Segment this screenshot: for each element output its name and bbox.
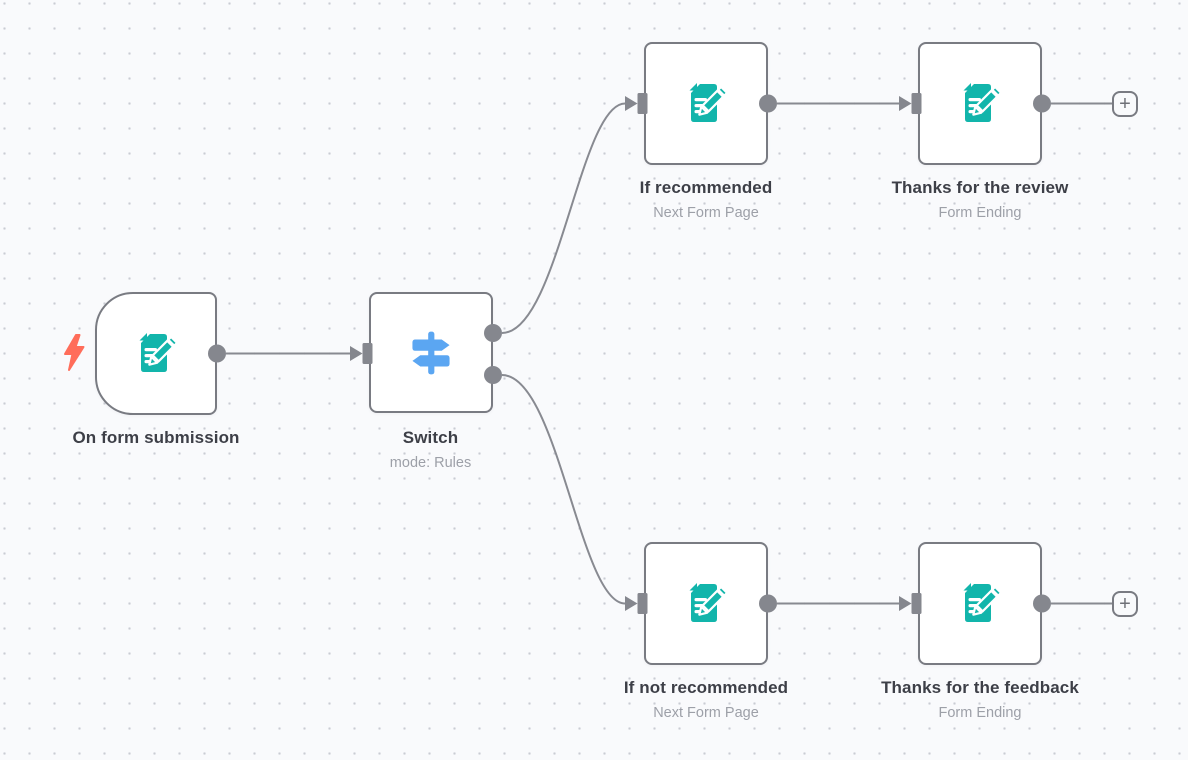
plus-icon: + <box>1119 92 1131 115</box>
node-thanks-for-the-feedback[interactable] <box>918 542 1042 665</box>
input-arrow-icon <box>625 96 638 111</box>
plus-icon: + <box>1119 592 1131 615</box>
node-subtitle: Form Ending <box>938 705 1022 721</box>
form-pencil-icon <box>954 578 1006 630</box>
output-port-thanks-review[interactable] <box>1033 94 1051 113</box>
node-label-if-recommended: If recommended Next Form Page <box>546 177 866 222</box>
signpost-icon <box>404 326 458 380</box>
add-node-button-top[interactable]: + <box>1112 90 1138 117</box>
input-arrow-icon <box>625 596 638 611</box>
output-port-thanks-feedback[interactable] <box>1033 594 1051 613</box>
node-title: On form submission <box>72 428 240 447</box>
form-pencil-icon <box>680 78 732 130</box>
connection-switch-to-if-not-recommended[interactable] <box>501 374 626 605</box>
node-label-thanks-for-the-review: Thanks for the review Form Ending <box>820 177 1140 222</box>
node-title: If recommended <box>639 178 773 197</box>
form-pencil-icon <box>954 78 1006 130</box>
node-label-on-form-submission: On form submission <box>0 427 316 454</box>
lightning-trigger-icon <box>62 333 86 378</box>
node-label-if-not-recommended: If not recommended Next Form Page <box>546 677 866 722</box>
output-port-switch-1[interactable] <box>484 366 502 384</box>
input-arrow-icon <box>899 96 912 111</box>
node-subtitle: Next Form Page <box>653 205 759 221</box>
node-if-recommended[interactable] <box>644 42 768 165</box>
node-title: Thanks for the feedback <box>881 678 1079 697</box>
node-switch[interactable] <box>369 292 493 413</box>
output-port-if-not-recommended[interactable] <box>759 594 777 613</box>
input-arrow-icon <box>899 596 912 611</box>
node-title: Switch <box>402 428 459 447</box>
form-pencil-icon <box>680 578 732 630</box>
node-label-thanks-for-the-feedback: Thanks for the feedback Form Ending <box>820 677 1140 722</box>
output-port-trigger[interactable] <box>208 344 226 363</box>
node-label-switch: Switch mode: Rules <box>271 427 591 472</box>
node-subtitle: Next Form Page <box>653 705 759 721</box>
node-title: If not recommended <box>623 678 789 697</box>
node-thanks-for-the-review[interactable] <box>918 42 1042 165</box>
node-if-not-recommended[interactable] <box>644 542 768 665</box>
form-pencil-icon <box>130 328 182 380</box>
node-subtitle: Form Ending <box>938 205 1022 221</box>
connection-switch-to-if-recommended[interactable] <box>501 102 626 334</box>
output-port-switch-0[interactable] <box>484 324 502 342</box>
node-subtitle: mode: Rules <box>389 455 472 471</box>
output-port-if-recommended[interactable] <box>759 94 777 113</box>
add-node-button-bottom[interactable]: + <box>1112 590 1138 617</box>
node-title: Thanks for the review <box>891 178 1069 197</box>
input-arrow-icon <box>350 346 363 361</box>
node-on-form-submission[interactable] <box>95 292 217 415</box>
